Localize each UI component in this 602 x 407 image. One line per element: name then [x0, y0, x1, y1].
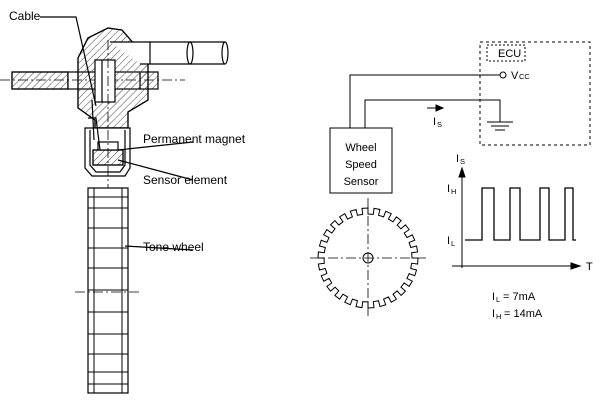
vcc-label-sub: CC [519, 72, 530, 81]
label-tone-wheel: Tone wheel [143, 240, 204, 254]
waveform-x-label: T [586, 261, 593, 273]
il-value-main: I [492, 291, 495, 303]
waveform-chart [452, 166, 582, 270]
tone-wheel-teeth [88, 188, 128, 393]
wheel-sensor-line-1: Wheel [345, 142, 376, 154]
wheel-sensor-line-3: Sensor [344, 176, 379, 188]
tone-wheel-gear [310, 198, 426, 318]
sensor-cross-section [0, 16, 229, 394]
is-label-main: I [433, 116, 436, 128]
il-value: = 7mA [500, 291, 536, 303]
ecu-label: ECU [498, 48, 521, 60]
cable-cut [221, 41, 229, 65]
is-label-sub: S [437, 120, 442, 129]
il-level-main: I [447, 235, 450, 247]
lead-wire-1 [88, 117, 101, 151]
ih-value-sub: H [496, 312, 501, 321]
leader-cable [40, 16, 97, 107]
label-cable: Cable [9, 9, 41, 23]
waveform-signal [465, 187, 576, 241]
label-sensor-element: Sensor element [143, 173, 228, 187]
waveform-y-label-sub: S [460, 157, 465, 166]
label-permanent-magnet: Permanent magnet [143, 132, 246, 146]
leader-tone-wheel [124, 245, 194, 251]
ih-value: = 14mA [501, 308, 543, 320]
signal-wire [364, 99, 501, 128]
cable-end [186, 41, 194, 65]
ih-value-main: I [492, 308, 495, 320]
leader-element [117, 159, 194, 181]
il-level-sub: L [451, 239, 455, 248]
vcc-wire [349, 74, 500, 128]
vcc-terminal [499, 71, 507, 79]
ih-level-sub: H [451, 187, 456, 196]
wheel-sensor-line-2: Speed [345, 159, 377, 171]
waveform-y-arrow [458, 166, 466, 178]
vcc-label-main: V [511, 70, 519, 82]
leader-magnet [117, 141, 194, 151]
ih-level-main: I [447, 183, 450, 195]
ecu-label-box [486, 44, 526, 62]
lead-wire-2 [91, 99, 95, 141]
circuit-diagram [329, 41, 591, 194]
waveform-y-label-main: I [456, 153, 459, 165]
is-arrow-head [435, 104, 445, 112]
wheel-sensor-box [329, 127, 393, 194]
il-value-sub: L [496, 295, 500, 304]
housing-cavity [94, 59, 116, 103]
waveform-x-arrow [570, 262, 582, 270]
mounting-flange-left [11, 71, 69, 90]
ecu-box [479, 41, 591, 146]
